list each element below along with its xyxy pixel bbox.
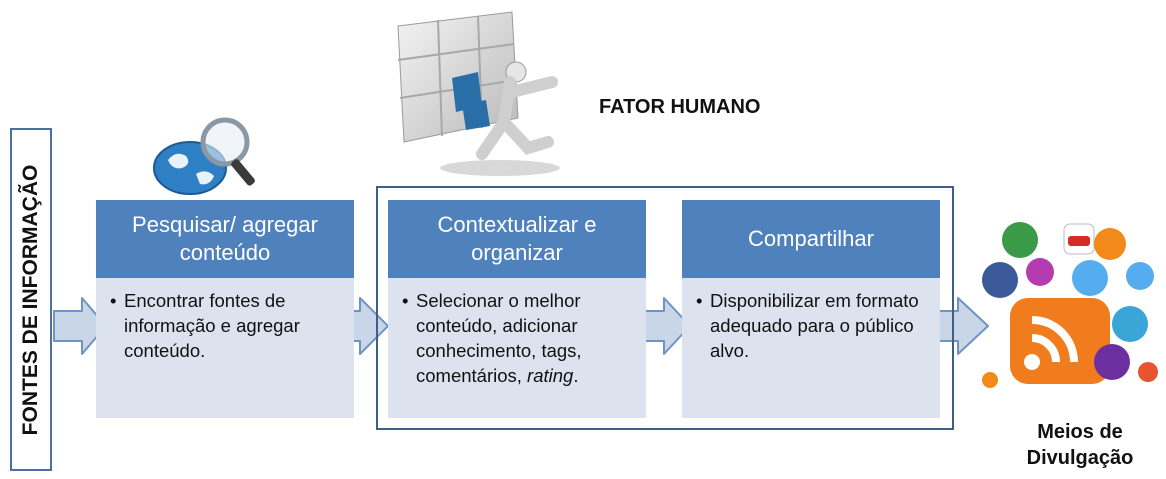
twitter-icon bbox=[1072, 260, 1108, 296]
puzzle-person-icon bbox=[397, 11, 560, 176]
step-contextualize-organize: Contextualizar e organizar Selecionar o … bbox=[388, 200, 646, 418]
step-title: Compartilhar bbox=[682, 200, 940, 278]
step-title: Contextualizar e organizar bbox=[388, 200, 646, 278]
globe-magnifier-icon bbox=[153, 117, 255, 195]
step-item: Selecionar o melhor conteúdo, adicionar … bbox=[402, 288, 638, 388]
tumblr-icon bbox=[1112, 306, 1148, 342]
human-factor-frame bbox=[376, 186, 954, 430]
step-title: Pesquisar/ agregar conteúdo bbox=[96, 200, 354, 278]
blogger-icon bbox=[1094, 228, 1126, 260]
step-body: Disponibilizar em formato adequado para … bbox=[682, 278, 940, 418]
step-item: Encontrar fontes de informação e agregar… bbox=[110, 288, 346, 363]
social-media-icons-cluster bbox=[982, 222, 1158, 388]
step-share: Compartilhar Disponibilizar em formato a… bbox=[682, 200, 940, 418]
step-item: Disponibilizar em formato adequado para … bbox=[696, 288, 932, 363]
arrow-sources-to-search bbox=[53, 297, 107, 355]
step-body: Encontrar fontes de informação e agregar… bbox=[96, 278, 354, 418]
rss-icon bbox=[1010, 298, 1110, 384]
rating-text: rating bbox=[527, 365, 574, 386]
human-factor-label: FATOR HUMANO bbox=[599, 96, 761, 118]
step-body: Selecionar o melhor conteúdo, adicionar … bbox=[388, 278, 646, 418]
facebook-icon bbox=[982, 262, 1018, 298]
sources-bar: FONTES DE INFORMAÇÃO bbox=[10, 128, 52, 471]
flickr-icon bbox=[1026, 258, 1054, 286]
yahoo-icon bbox=[1094, 344, 1130, 380]
share-icon bbox=[1002, 222, 1038, 258]
media-label: Meios de Divulgação bbox=[1026, 421, 1134, 469]
step-search-aggregate: Pesquisar/ agregar conteúdo Encontrar fo… bbox=[96, 200, 354, 418]
